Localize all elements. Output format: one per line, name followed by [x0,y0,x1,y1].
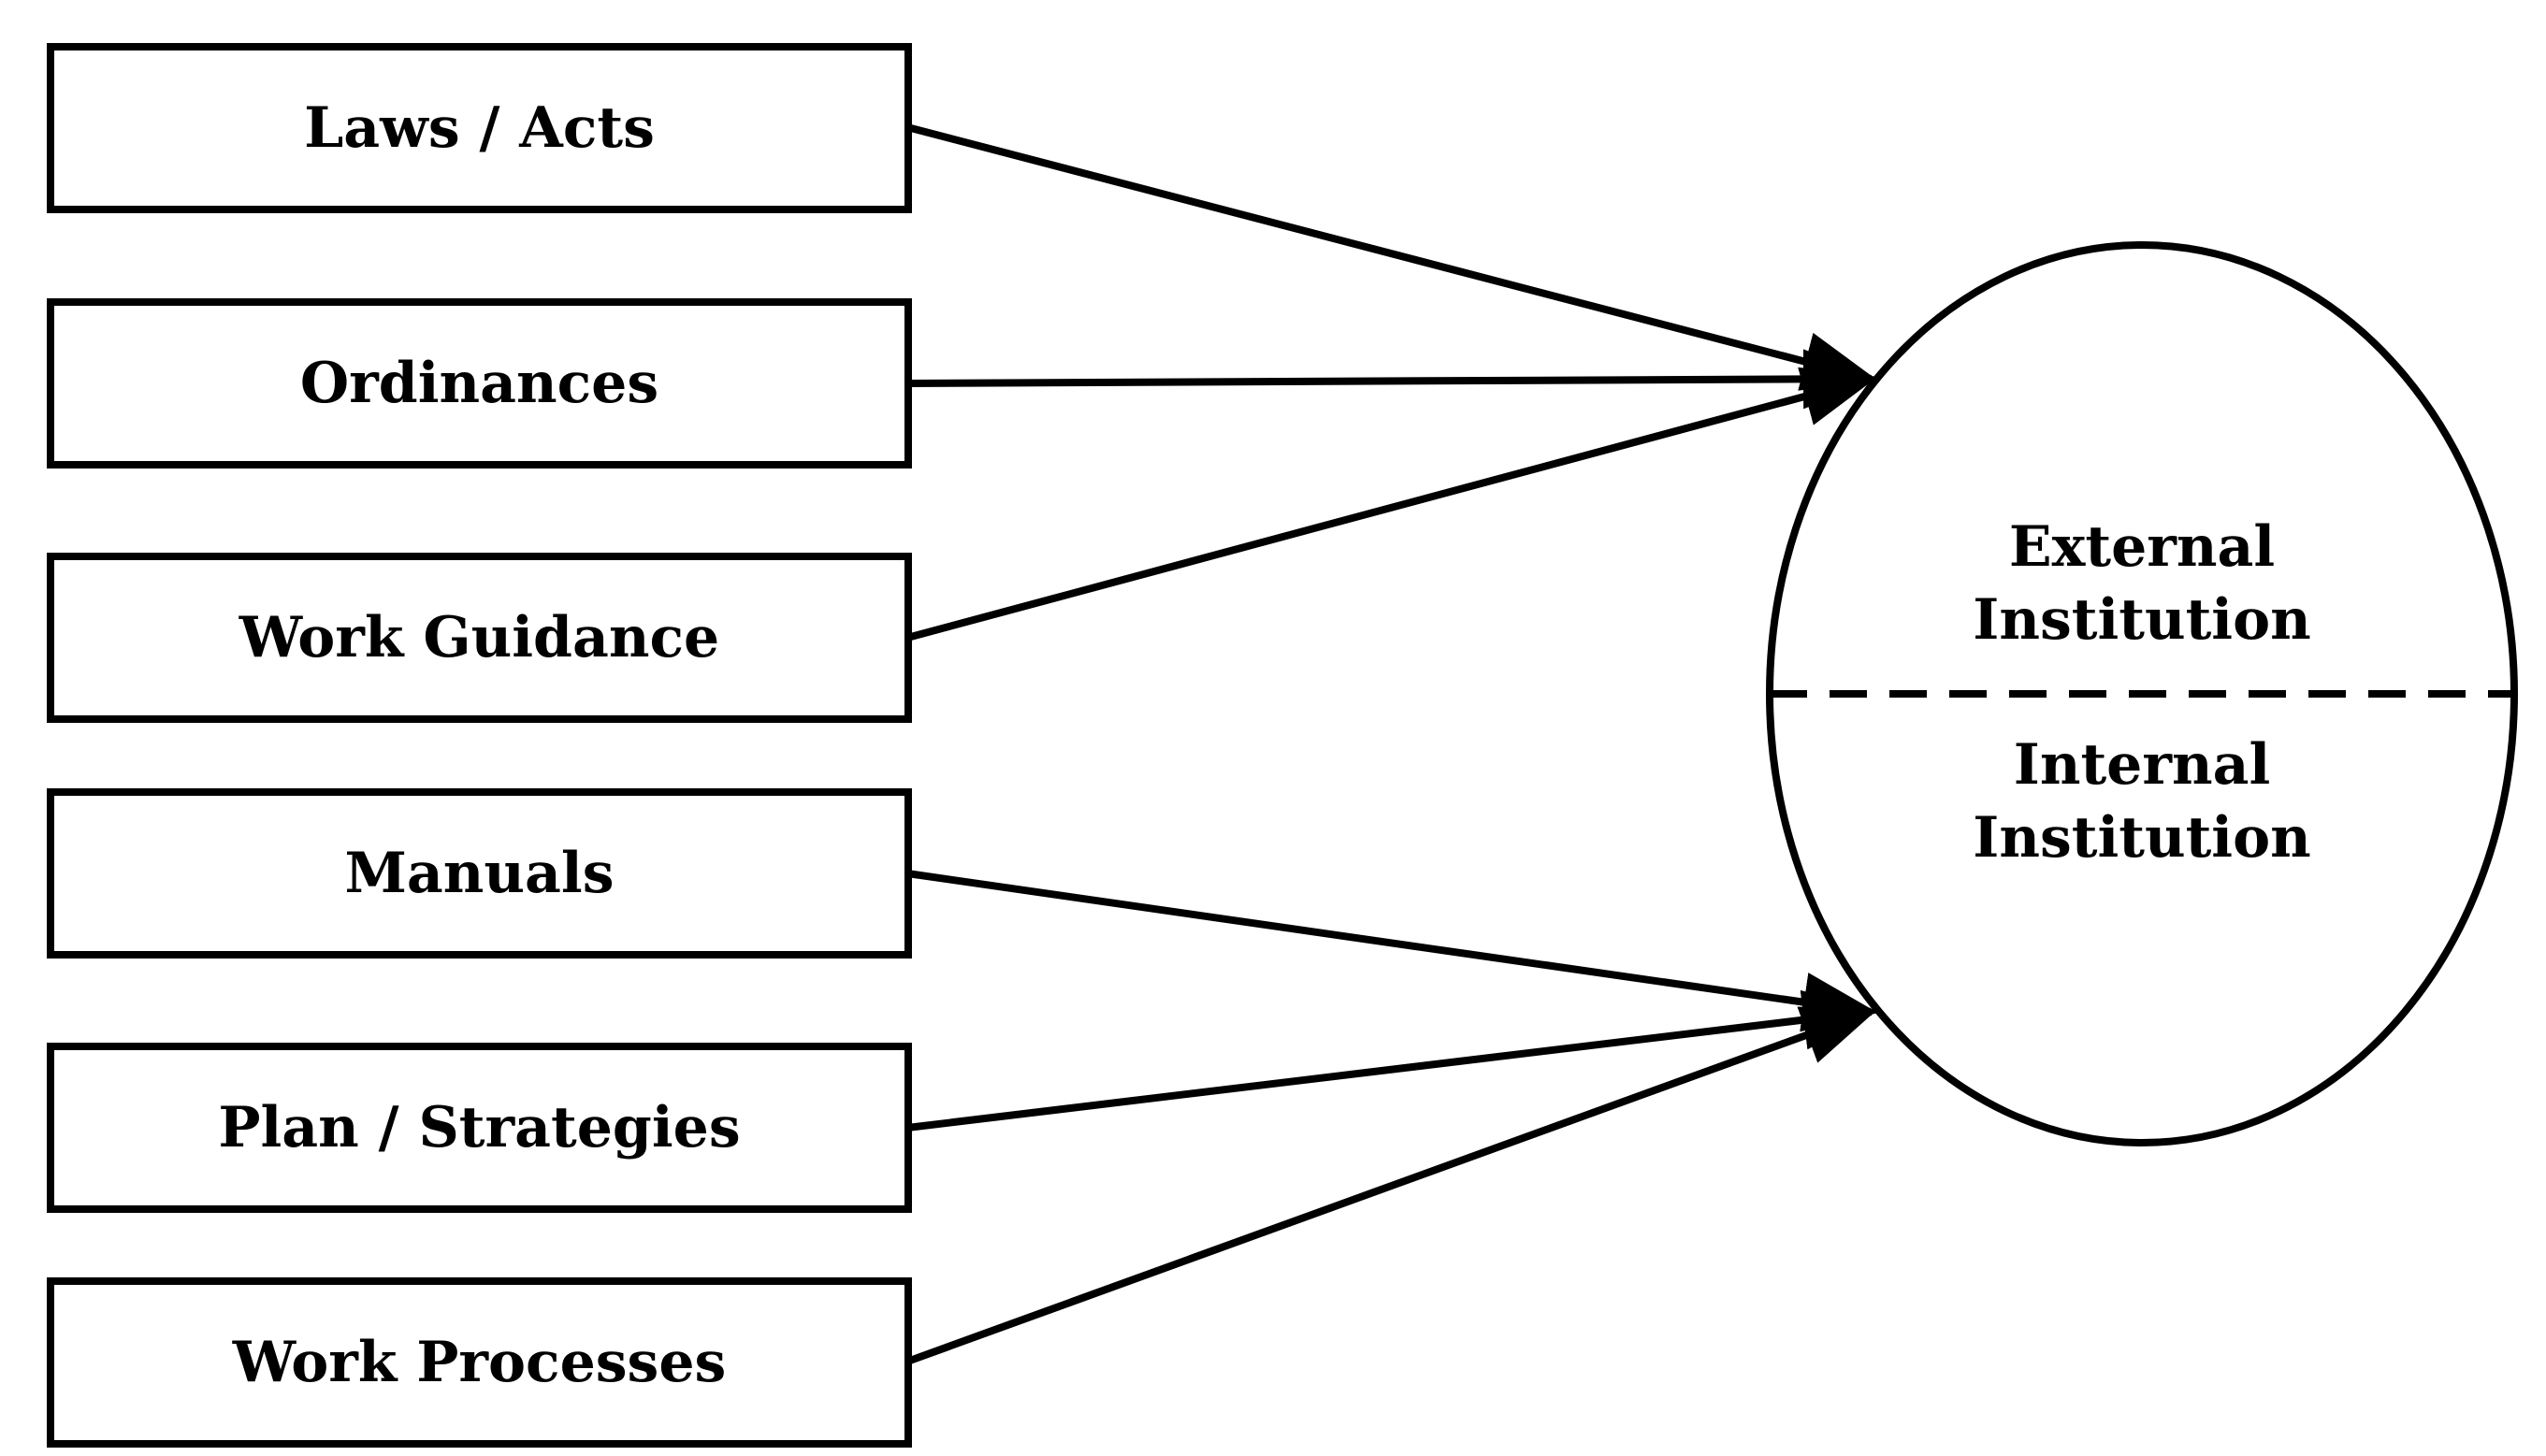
box-ordinances: Ordinances [47,298,912,469]
arrow-work-guidance-to-external [905,367,1878,642]
arrow-ordinances-to-external [906,349,1878,410]
internal-institution-label: Internal Institution [1908,728,2376,874]
external-institution-label: External Institution [1908,511,2376,656]
box-laws-acts: Laws / Acts [47,43,912,213]
arrow-laws-to-external [905,123,1878,391]
arrow-plan-strategies-to-internal [906,989,1878,1132]
box-work-processes-label: Work Processes [232,1330,727,1395]
arrow-work-processes-to-internal [905,1006,1878,1365]
external-institution-line1: External [2008,514,2276,580]
box-ordinances-label: Ordinances [299,351,659,416]
box-manuals-label: Manuals [344,841,615,906]
box-plan-strategies: Plan / Strategies [47,1043,912,1213]
internal-institution-line2: Institution [1973,805,2311,871]
box-laws-acts-label: Laws / Acts [304,95,655,161]
box-manuals: Manuals [47,788,912,959]
box-work-processes: Work Processes [47,1277,912,1448]
box-plan-strategies-label: Plan / Strategies [218,1095,741,1160]
box-work-guidance: Work Guidance [47,553,912,723]
internal-institution-line1: Internal [2013,732,2271,798]
external-institution-line2: Institution [1973,587,2311,653]
arrow-manuals-to-internal [906,870,1878,1032]
box-work-guidance-label: Work Guidance [239,605,720,670]
